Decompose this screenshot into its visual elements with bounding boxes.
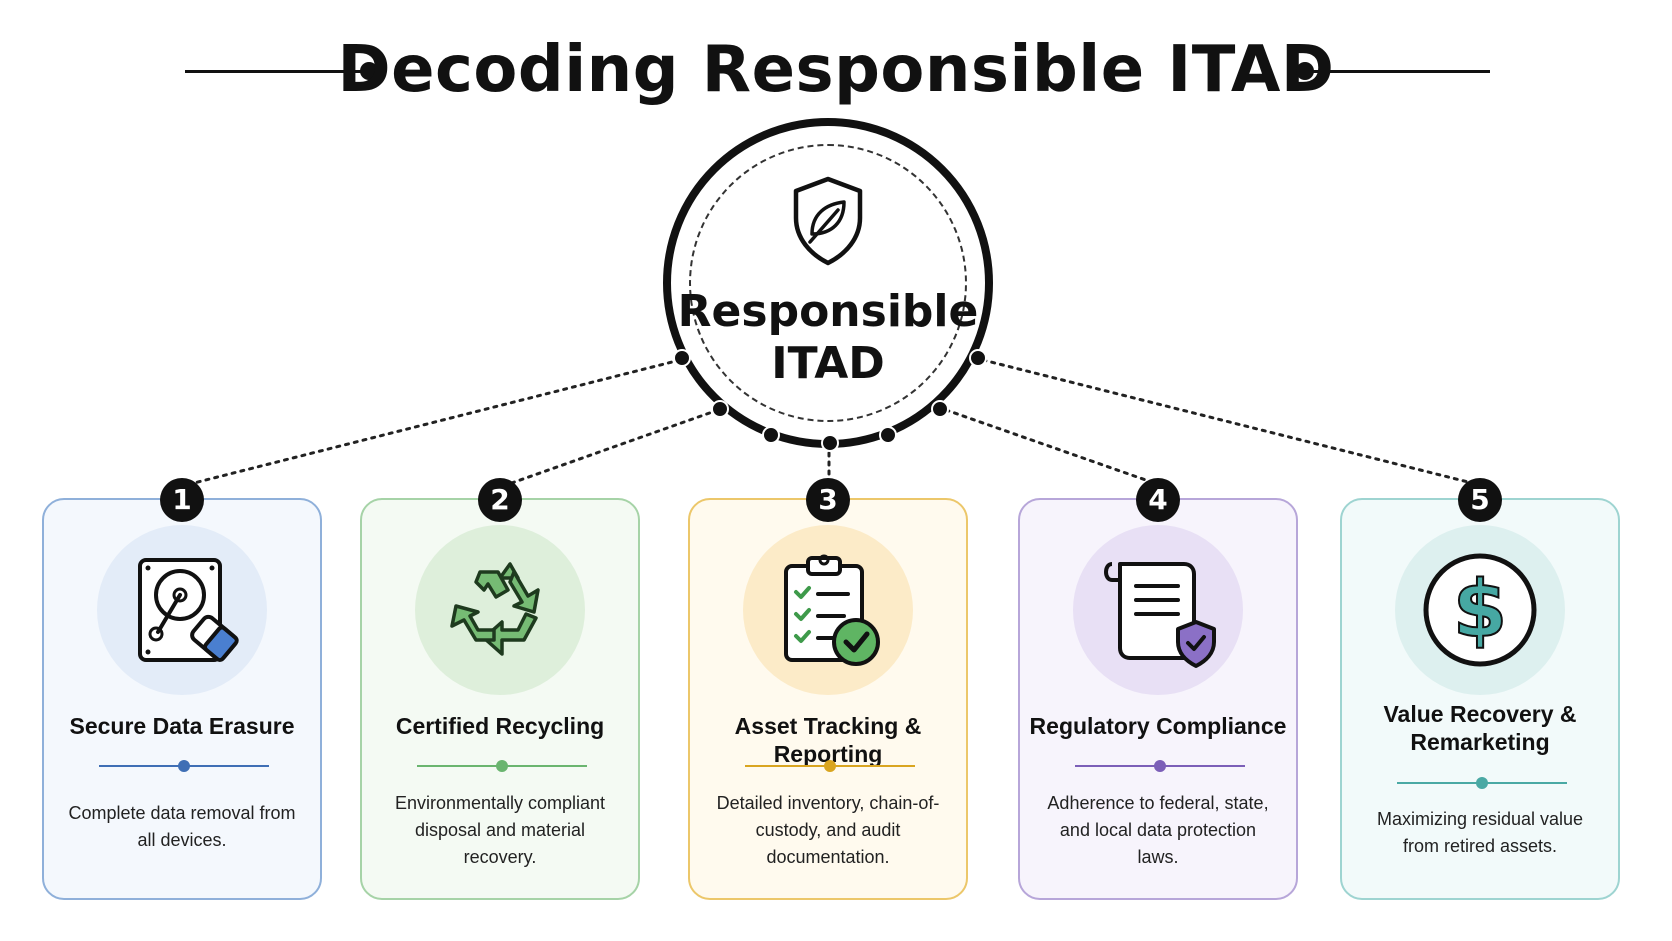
- central-hub: Responsible ITAD: [663, 118, 993, 452]
- shield-leaf-icon: [793, 176, 863, 266]
- card-description: Maximizing residual value from retired a…: [1376, 809, 1584, 856]
- divider-dot: [178, 760, 190, 772]
- hub-label-line1: Responsible: [677, 286, 979, 337]
- step-number-badge: 1: [160, 478, 204, 522]
- hub-port-dot: [879, 426, 897, 444]
- divider-dot: [1154, 760, 1166, 772]
- hard-drive-eraser-icon: [138, 558, 239, 662]
- icon-backdrop: [1073, 525, 1243, 695]
- card-description: Adherence to federal, state, and local d…: [1047, 793, 1269, 867]
- hub-port-dot: [969, 349, 987, 367]
- connector-4: [944, 408, 1162, 487]
- icon-backdrop: [97, 525, 267, 695]
- step-number-badge: 2: [478, 478, 522, 522]
- icon-backdrop: [743, 525, 913, 695]
- dollar-coin-icon: $: [1423, 553, 1537, 667]
- divider-dot: [824, 760, 836, 772]
- hub-port-dot: [931, 400, 949, 418]
- title-rule-left: [185, 70, 365, 73]
- card-divider: [1075, 760, 1245, 772]
- connector-5: [981, 358, 1482, 487]
- hub-inner-ring: [689, 144, 967, 422]
- title-rule-right: [1310, 70, 1490, 73]
- card-value-recovery-remarketing: 5 $ Value Recovery & Remarketing Maximiz…: [1340, 478, 1620, 900]
- hub-port-dot: [673, 349, 691, 367]
- connector-1: [184, 358, 682, 487]
- title-dot-left: [360, 62, 378, 80]
- divider-dot: [1476, 777, 1488, 789]
- card-title: Value Recovery & Remarketing: [1383, 701, 1577, 755]
- card-title: Asset Tracking & Reporting: [734, 713, 922, 767]
- card-description: Environmentally compliant disposal and m…: [394, 793, 606, 867]
- svg-text:$: $: [1453, 565, 1507, 655]
- card-asset-tracking-reporting: 3 Asset Tracking & Reporting Detailed in…: [688, 478, 968, 900]
- card-title: Secure Data Erasure: [69, 713, 295, 739]
- hub-port-dot: [821, 434, 839, 452]
- clipboard-checklist-icon: [784, 554, 880, 666]
- document-shield-icon: [1103, 562, 1216, 668]
- step-number-badge: 3: [806, 478, 850, 522]
- card-divider: [1397, 777, 1567, 789]
- icon-backdrop: [415, 525, 585, 695]
- divider-dot: [496, 760, 508, 772]
- card-certified-recycling: 2 Certified Recycling Environmentally co…: [360, 478, 640, 900]
- card-divider: [99, 760, 269, 772]
- hub-port-dot: [762, 426, 780, 444]
- card-divider: [417, 760, 587, 772]
- hub-label: Responsible ITAD: [671, 286, 985, 390]
- page-title: Decoding Responsible ITAD: [337, 33, 1335, 107]
- card-title: Regulatory Compliance: [1029, 713, 1287, 739]
- card-divider: [745, 760, 915, 772]
- title-dot-right: [1296, 62, 1314, 80]
- recycle-icon: [450, 562, 540, 656]
- step-number-badge: 5: [1458, 478, 1502, 522]
- connector-2: [504, 408, 720, 487]
- card-regulatory-compliance: 4 Regulatory Compliance Adherence to fed…: [1018, 478, 1298, 900]
- step-number-badge: 4: [1136, 478, 1180, 522]
- hub-port-dot: [711, 400, 729, 418]
- card-description: Detailed inventory, chain-of-custody, an…: [716, 793, 940, 867]
- card-secure-data-erasure: 1 Secure Data Erasure Complete data remo…: [42, 478, 322, 900]
- hub-label-line2: ITAD: [771, 338, 885, 389]
- card-title: Certified Recycling: [395, 713, 605, 739]
- card-description: Complete data removal from all devices.: [68, 803, 296, 850]
- icon-backdrop: $: [1395, 525, 1565, 695]
